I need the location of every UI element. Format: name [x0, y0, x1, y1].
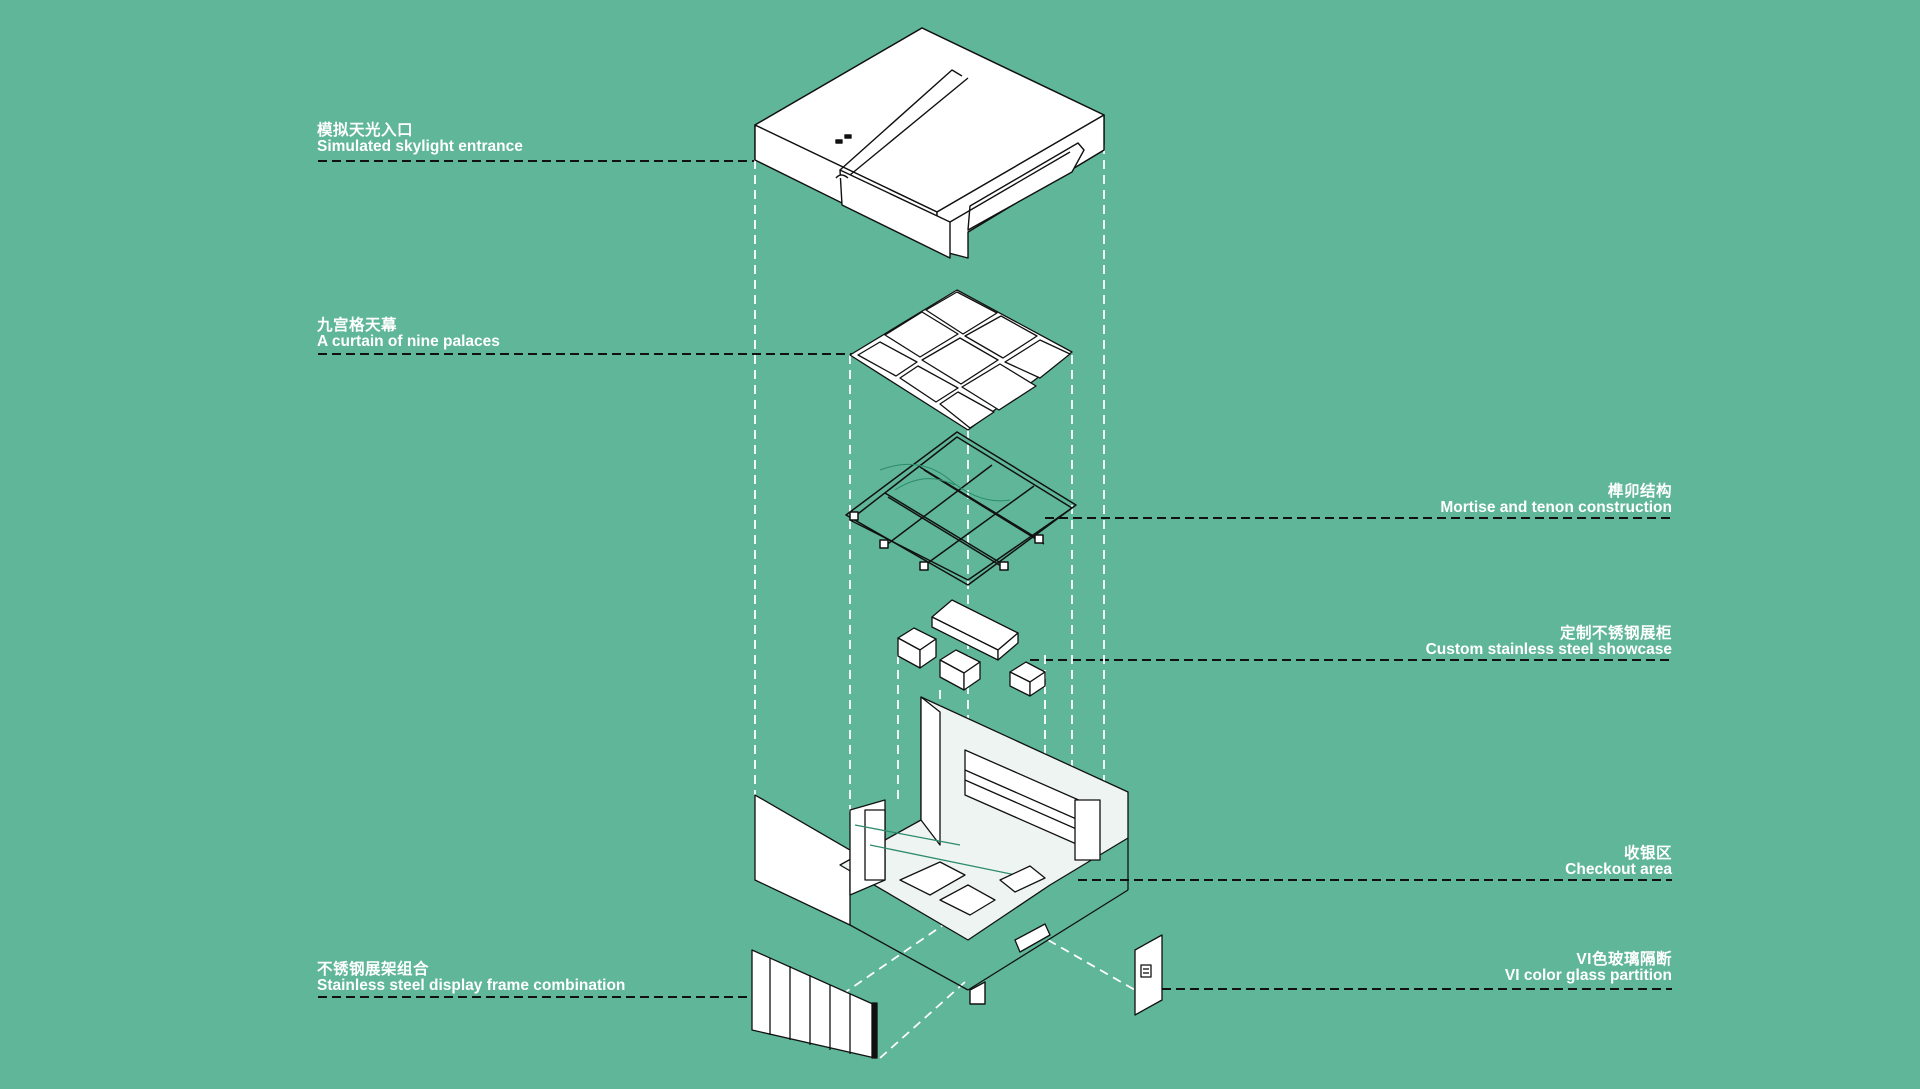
- label-partition-en: VI color glass partition: [1504, 967, 1672, 984]
- label-showcase-en: Custom stainless steel showcase: [1425, 641, 1672, 658]
- label-curtain: 九宫格天幕 A curtain of nine palaces: [317, 318, 500, 350]
- label-frame: 不锈钢展架组合 Stainless steel display frame co…: [317, 962, 625, 994]
- label-frame-cn: 不锈钢展架组合: [317, 961, 430, 978]
- label-curtain-en: A curtain of nine palaces: [317, 333, 500, 350]
- label-partition: VI色玻璃隔断 VI color glass partition: [1505, 952, 1672, 984]
- label-showcase: 定制不锈钢展柜 Custom stainless steel showcase: [1426, 626, 1672, 658]
- label-skylight-cn: 模拟天光入口: [317, 122, 414, 139]
- label-mortise-en: Mortise and tenon construction: [1440, 499, 1672, 516]
- label-checkout: 收银区 Checkout area: [1565, 846, 1672, 878]
- label-partition-cn: VI色玻璃隔断: [1576, 951, 1672, 968]
- label-curtain-cn: 九宫格天幕: [317, 317, 398, 334]
- label-mortise: 榫卯结构 Mortise and tenon construction: [1440, 484, 1672, 516]
- label-checkout-cn: 收银区: [1623, 845, 1672, 862]
- label-skylight-en: Simulated skylight entrance: [317, 138, 523, 155]
- label-frame-en: Stainless steel display frame combinatio…: [317, 977, 626, 994]
- skylight-roof-block: [754, 27, 1105, 259]
- label-showcase-cn: 定制不锈钢展柜: [1559, 625, 1672, 642]
- label-skylight: 模拟天光入口 Simulated skylight entrance: [317, 123, 523, 155]
- label-mortise-cn: 榫卯结构: [1607, 483, 1672, 500]
- display-frame-combination: [751, 949, 878, 1059]
- label-checkout-en: Checkout area: [1565, 861, 1672, 878]
- glass-partition: [1134, 934, 1163, 1016]
- shop-interior: [754, 696, 1129, 991]
- mortise-tenon-frame: [845, 431, 1077, 586]
- nine-grid-curtain: [849, 289, 1073, 431]
- showcases: [897, 599, 1046, 697]
- leader-lines: [318, 160, 1672, 998]
- door-slab: [969, 981, 986, 1005]
